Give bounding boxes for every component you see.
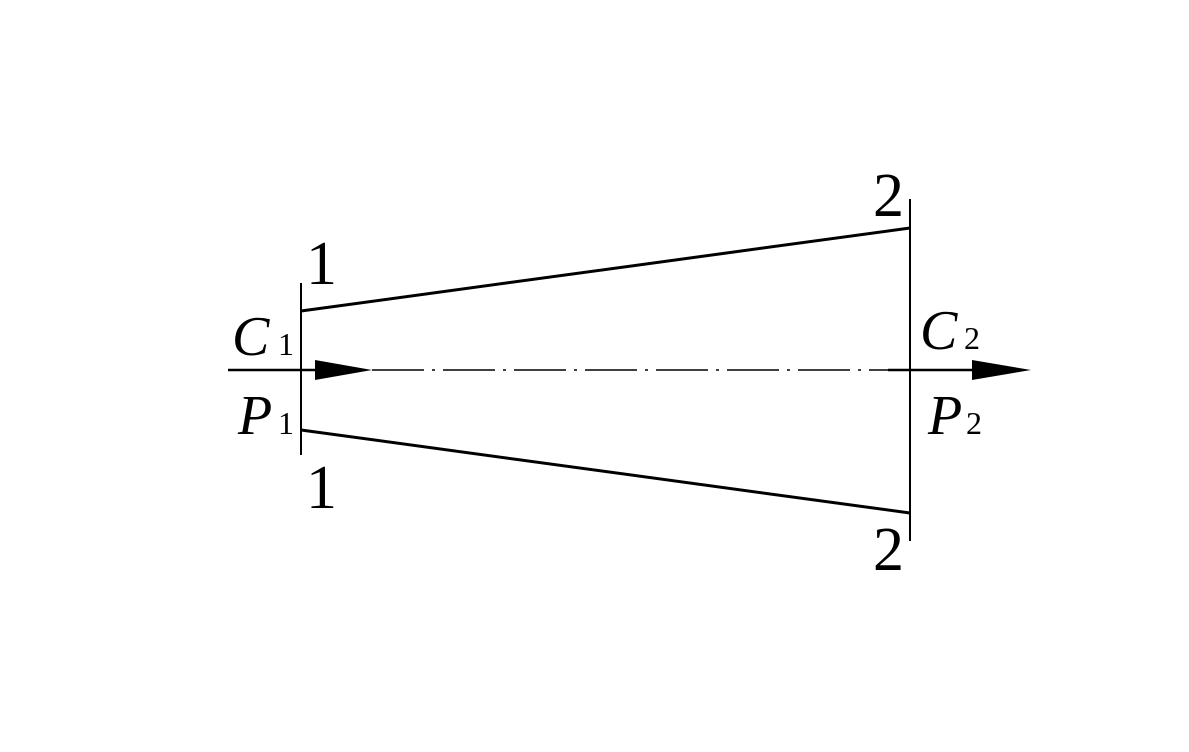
outlet-flow-arrow xyxy=(888,360,1031,380)
inlet-velocity-label: C 1 xyxy=(232,306,294,368)
outlet-velocity-subscript: 2 xyxy=(964,320,980,356)
outlet-velocity-label: C 2 xyxy=(920,300,980,362)
inlet-pressure-label: P 1 xyxy=(237,385,294,447)
inlet-section-label-top: 1 xyxy=(306,230,337,298)
outlet-pressure-subscript: 2 xyxy=(966,405,982,441)
inlet-velocity-subscript: 1 xyxy=(278,326,294,362)
outlet-pressure-symbol: P xyxy=(927,385,962,447)
inlet-flow-arrow xyxy=(228,360,372,380)
inlet-pressure-subscript: 1 xyxy=(278,405,294,441)
inlet-velocity-symbol: C xyxy=(232,306,270,368)
lower-wall-line xyxy=(300,428,911,515)
upper-wall-line xyxy=(300,226,911,313)
outlet-section-label-bottom: 2 xyxy=(873,516,904,584)
outlet-velocity-symbol: C xyxy=(920,300,958,362)
outlet-section-label-top: 2 xyxy=(873,162,904,230)
inlet-pressure-symbol: P xyxy=(237,385,272,447)
inlet-section-label-bottom: 1 xyxy=(306,454,337,522)
outlet-pressure-label: P 2 xyxy=(927,385,982,447)
